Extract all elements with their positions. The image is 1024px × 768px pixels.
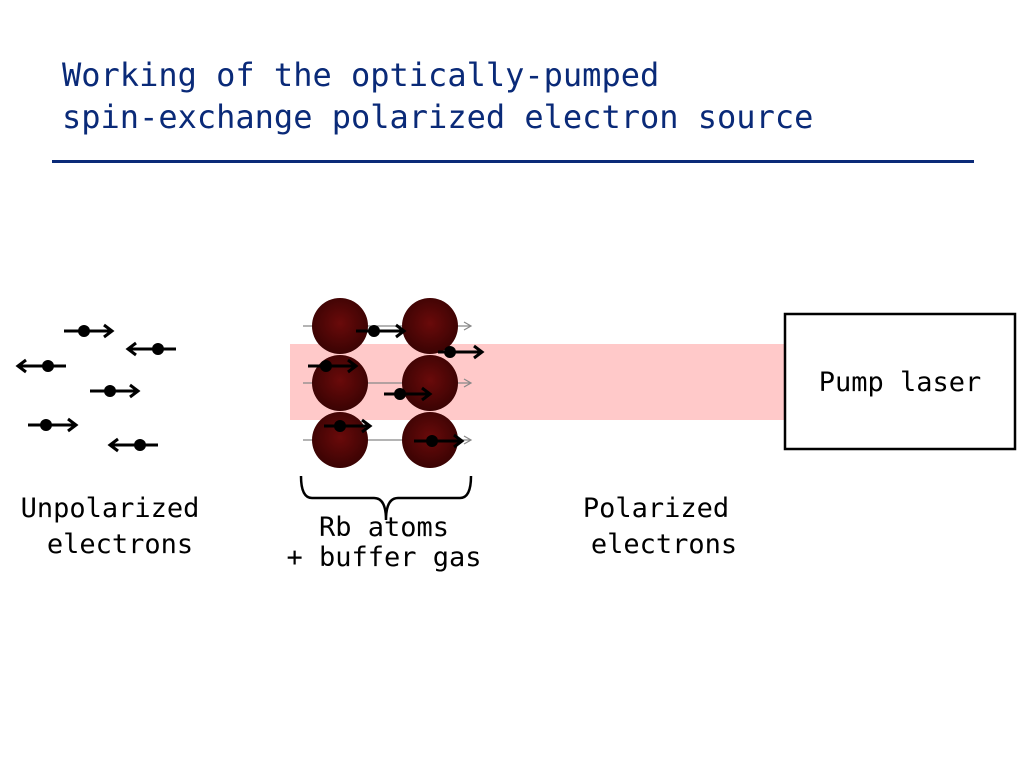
unpolarized-label-line-2: electrons — [46, 529, 194, 560]
electron-right — [414, 433, 465, 449]
electron-right — [28, 417, 79, 433]
electron-right — [356, 323, 407, 339]
rb-label-line-1: Rb atoms — [318, 512, 450, 543]
polarized-label-line-1: Polarized — [582, 493, 730, 524]
electron-left — [107, 437, 158, 453]
electron-right — [64, 323, 115, 339]
title-line-2: spin-exchange polarized electron source — [62, 98, 814, 136]
pump-laser-box — [783, 312, 1017, 451]
title-underline — [52, 160, 974, 163]
unpolarized-label-line-1: Unpolarized — [20, 493, 200, 524]
unpolarized-electrons — [15, 323, 176, 453]
rb-atom — [303, 298, 473, 354]
rb-label-line-2: + buffer gas — [286, 542, 482, 573]
polarized-label-line-2: electrons — [590, 529, 738, 560]
electron-left — [125, 341, 176, 357]
title-line-1: Working of the optically-pumped — [62, 56, 660, 94]
electron-right — [384, 386, 433, 402]
slide-title: Working of the optically-pumped spin-exc… — [62, 54, 813, 138]
electron-right — [438, 344, 485, 360]
rb-brace — [299, 475, 473, 521]
laser-beam — [290, 344, 787, 420]
electron-right — [308, 358, 359, 374]
polarized-electrons — [308, 323, 485, 449]
electron-left — [15, 358, 66, 374]
pump-laser-label: Pump laser — [818, 367, 982, 398]
electron-right — [324, 418, 373, 434]
electron-right — [90, 383, 141, 399]
